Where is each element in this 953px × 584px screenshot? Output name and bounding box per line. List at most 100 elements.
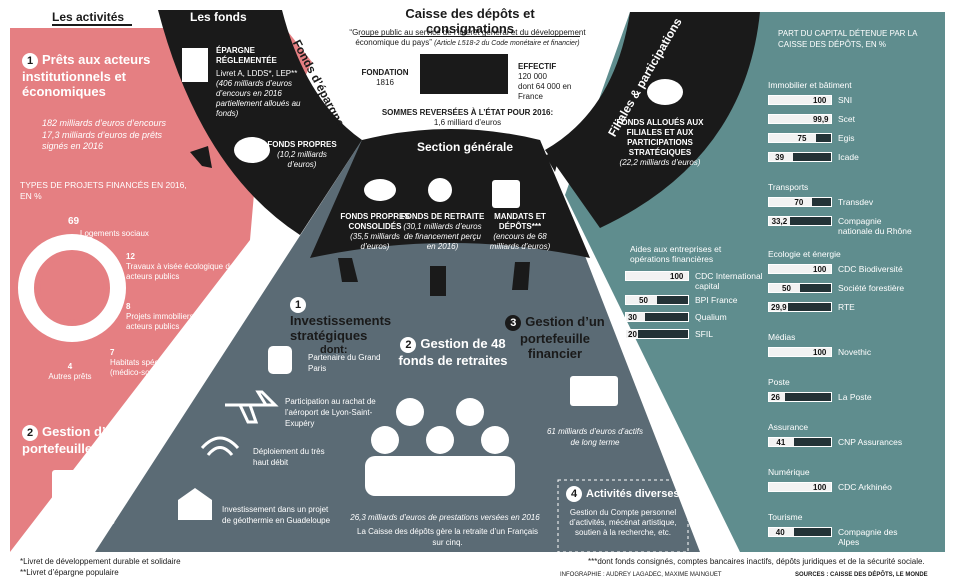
capital-bar-track: 26 xyxy=(768,392,832,402)
arc-section-label: Section générale xyxy=(416,140,514,154)
capital-bar-label: CDC International capital xyxy=(695,271,763,291)
capital-bar-fill xyxy=(769,303,788,311)
arc-epargne xyxy=(158,10,362,235)
investissements-title: 1Investissements stratégiques dont: xyxy=(290,297,392,356)
capital-bar-value: 100 xyxy=(813,483,827,492)
capital-bar-value: 100 xyxy=(813,265,827,274)
capital-bar-fill xyxy=(626,330,639,338)
inv-item-2: Participation au rachat de l’aéroport de… xyxy=(285,397,376,428)
piggy-bank-icon-3 xyxy=(647,79,683,105)
capital-bar-fill xyxy=(626,313,645,321)
tab-fonds-label: Les fonds xyxy=(190,10,247,24)
donut-69-label: Logements sociaux xyxy=(80,229,149,238)
plane-icon xyxy=(225,390,279,424)
capital-bar-fill xyxy=(769,217,790,225)
credit: INFOGRAPHIE : AUDREY LAGADEC, MAXIME MAI… xyxy=(560,572,722,578)
donut-69: 69 xyxy=(68,216,80,227)
capital-bar-label: SNI xyxy=(838,95,853,105)
capital-bar-fill xyxy=(769,153,794,161)
capital-bar-value: 100 xyxy=(813,348,827,357)
gestion-retraites-note: La Caisse des dépôts gère la retraite d’… xyxy=(357,527,538,547)
capital-bar-value: 100 xyxy=(670,272,684,281)
arc-filiales xyxy=(545,12,760,228)
wifi-icon xyxy=(200,436,240,456)
activites-diverses-box xyxy=(557,479,689,553)
aides-sector: Aides aux entreprises et opérations fina… xyxy=(630,244,722,264)
sector-title: Tourisme xyxy=(768,512,803,522)
fonds-filiales: FONDS ALLOUÉS AUX FILIALES ET AUX PARTIC… xyxy=(616,118,704,167)
capital-title: PART DU CAPITAL DÉTENUE PAR LA CAISSE DE… xyxy=(778,29,917,49)
portefeuille-detail-middle: 61 milliards d’euros d’actifs de long te… xyxy=(546,427,644,447)
types-title: TYPES DE PROJETS FINANCÉS EN 2016, EN % xyxy=(20,180,187,201)
arrow-5 xyxy=(545,152,560,172)
capital-bar-fill xyxy=(626,296,657,304)
arrow-4 xyxy=(512,262,530,290)
epargne-reglementee: ÉPARGNE RÉGLEMENTÉE Livret A, LDDS*, LEP… xyxy=(216,46,301,118)
capital-bar-value: 33,2 xyxy=(771,217,788,226)
capital-bar-track: 30 xyxy=(625,312,689,322)
capital-bar-value: 40 xyxy=(775,528,785,537)
capital-bar-fill xyxy=(769,134,816,142)
retirees-illustration xyxy=(365,398,515,496)
capital-bar-label: Compagnie des Alpes xyxy=(838,527,898,547)
inv-item-3: Déploiement du très haut débit xyxy=(253,447,325,467)
capital-bar-value: 39 xyxy=(775,153,785,162)
portefeuille-detail-left: 86 milliards d’euros d’actifs xyxy=(37,516,115,537)
donut-7: 7 Habitats spécifiques (médico-social, j… xyxy=(110,348,210,377)
capital-bar-track: 39 xyxy=(768,152,832,162)
capital-bar-label: Novethic xyxy=(838,347,872,357)
capital-bar-fill xyxy=(769,528,794,536)
arrow-3 xyxy=(430,266,446,296)
main-title: Caisse des dépôts et consignations xyxy=(360,6,580,37)
tab-activites-label: Les activités xyxy=(52,10,125,24)
capital-bar-label: Compagnie nationale du Rhône xyxy=(838,216,912,236)
tab-activites: Les activités xyxy=(52,10,132,26)
capital-bar-track: 41 xyxy=(768,437,832,447)
sector-title: Assurance xyxy=(768,422,809,432)
capital-bar-label: CDC Arkhinéo xyxy=(838,482,892,492)
capital-bar-track: 20 xyxy=(625,329,689,339)
capital-bar-value: 29,9 xyxy=(771,303,787,312)
capital-bar-track: 100 xyxy=(768,95,832,105)
retiree-icon xyxy=(428,178,452,202)
capital-bar-value: 99,9 xyxy=(812,115,829,124)
capital-bar-value: 20 xyxy=(628,330,637,339)
donut-8: 8 Projets immobiliers et urbains des act… xyxy=(126,302,247,331)
capital-bar-fill xyxy=(769,438,795,446)
capital-bar-label: CDC Biodiversité xyxy=(838,264,903,274)
fonds-propres-epargne: FONDS PROPRES (10,2 milliards d’euros) xyxy=(267,140,337,169)
inv-item-1: Partenaire du Grand Paris xyxy=(308,353,381,373)
house-icon xyxy=(178,488,212,520)
capital-bar-fill xyxy=(769,393,786,401)
capital-bar-track: 100 xyxy=(768,482,832,492)
capital-bar-label: Qualium xyxy=(695,312,727,322)
sector-title: Transports xyxy=(768,182,809,192)
capital-bar-value: 70 xyxy=(794,198,804,207)
capital-bar-track: 50 xyxy=(625,295,689,305)
capital-bar-label: RTE xyxy=(838,302,855,312)
prets-bullet-1: 182 milliards d’euros d’encours xyxy=(42,118,167,128)
capital-bar-track: 40 xyxy=(768,527,832,537)
inv-item-4: Investissement dans un projet de géother… xyxy=(222,505,331,525)
piggy-bank-icon-1 xyxy=(234,137,270,163)
tab-fonds: Les fonds xyxy=(190,10,247,24)
capital-bar-track: 100 xyxy=(625,271,689,281)
capital-bar-label: Egis xyxy=(838,133,855,143)
sector-title: Ecologie et énergie xyxy=(768,249,841,259)
capital-bar-fill xyxy=(769,115,831,123)
donut-center xyxy=(40,256,104,320)
capital-bar-label: Scet xyxy=(838,114,856,124)
capital-bar-track: 29,9 xyxy=(768,302,832,312)
safe-icon xyxy=(492,180,520,208)
sector-title: Poste xyxy=(768,377,790,387)
capital-bar-value: 50 xyxy=(639,296,648,305)
capital-bar-value: 26 xyxy=(771,393,780,402)
activites-diverses-detail: Gestion du Compte personnel d’activités,… xyxy=(569,508,677,537)
capital-bar-label: BPI France xyxy=(695,295,738,305)
fp-consolides: FONDS PROPRES CONSOLIDÉS (35,5 milliards… xyxy=(340,212,410,251)
capital-bar-label: Société forestière xyxy=(838,283,905,293)
capital-bar-fill xyxy=(769,483,831,491)
